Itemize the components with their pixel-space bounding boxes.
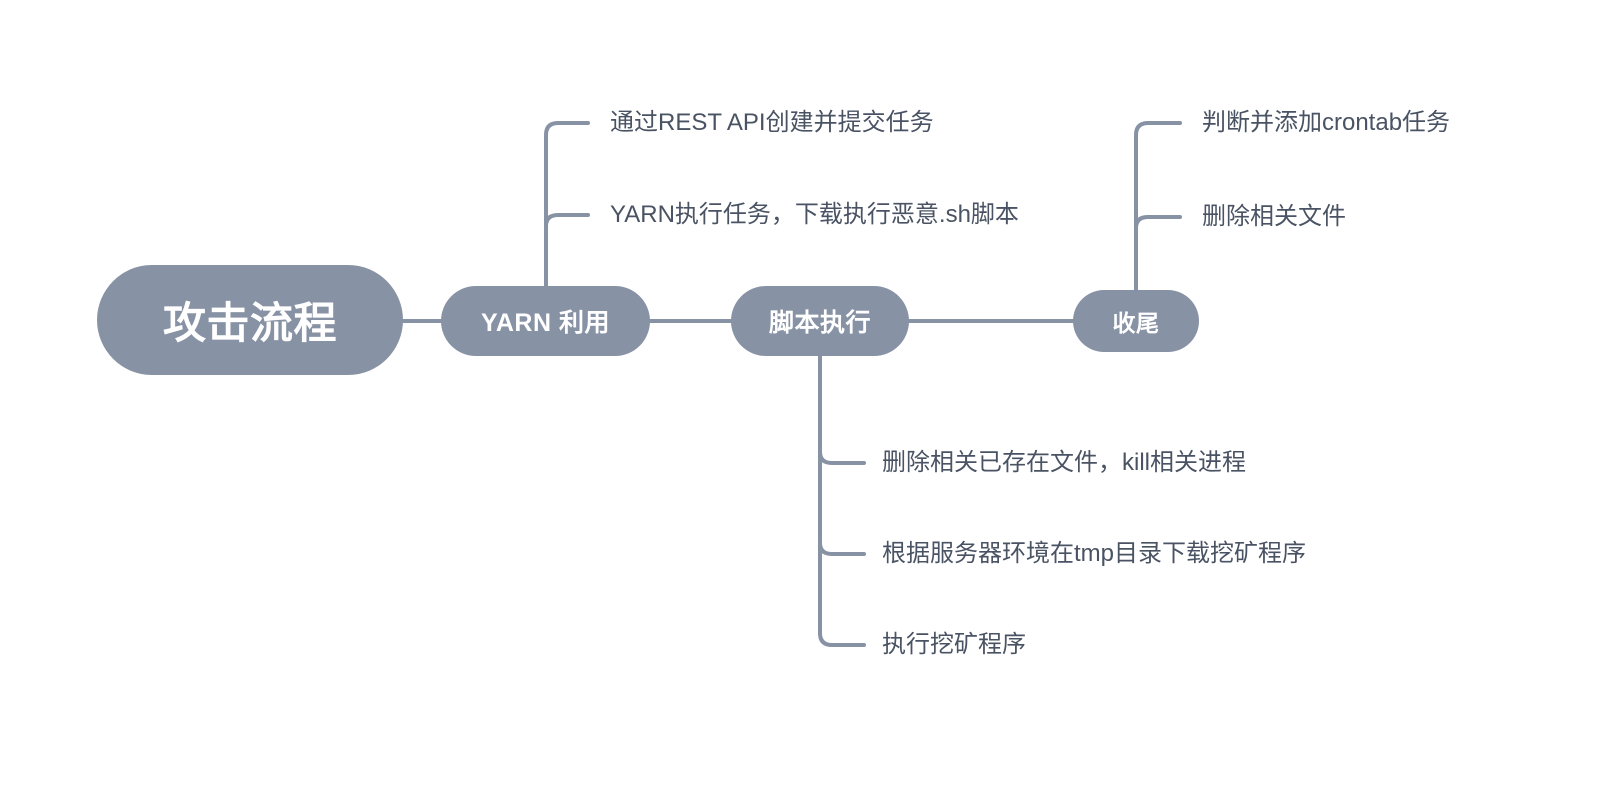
leaf-cleanup-child-1: 判断并添加crontab任务 [1202,109,1451,136]
edge-cleanup-child-1 [1134,121,1182,294]
leaf-yarn-child-1: 通过REST API创建并提交任务 [610,109,934,136]
edge-cleanup-child-2 [1134,215,1182,230]
mindmap-node-cleanup[interactable]: 收尾 [1073,290,1199,352]
leaf-yarn-child-2: YARN执行任务，下载执行恶意.sh脚本 [610,201,1019,228]
root-node-label: 攻击流程 [163,300,337,348]
mindmap-root-node[interactable]: 攻击流程 [97,265,403,375]
leaf-script-child-1: 删除相关已存在文件，kill相关进程 [882,449,1246,476]
edge-yarn-child-2 [544,213,590,228]
node-script-exec-label: 脚本执行 [768,309,871,337]
edge-yarn-child-1 [544,121,590,292]
edge-script-child-1 [818,450,866,465]
leaf-script-child-3: 执行挖矿程序 [882,631,1026,658]
leaf-cleanup-child-2: 删除相关文件 [1202,203,1346,230]
leaf-script-child-2: 根据服务器环境在tmp目录下载挖矿程序 [882,540,1307,567]
mindmap-node-script-exec[interactable]: 脚本执行 [731,286,909,356]
node-yarn-label: YARN 利用 [481,309,610,337]
edge-script-child-2 [818,541,866,556]
mindmap-node-yarn[interactable]: YARN 利用 [441,286,650,356]
node-cleanup-label: 收尾 [1112,310,1160,336]
edge-script-child-3 [818,352,866,647]
